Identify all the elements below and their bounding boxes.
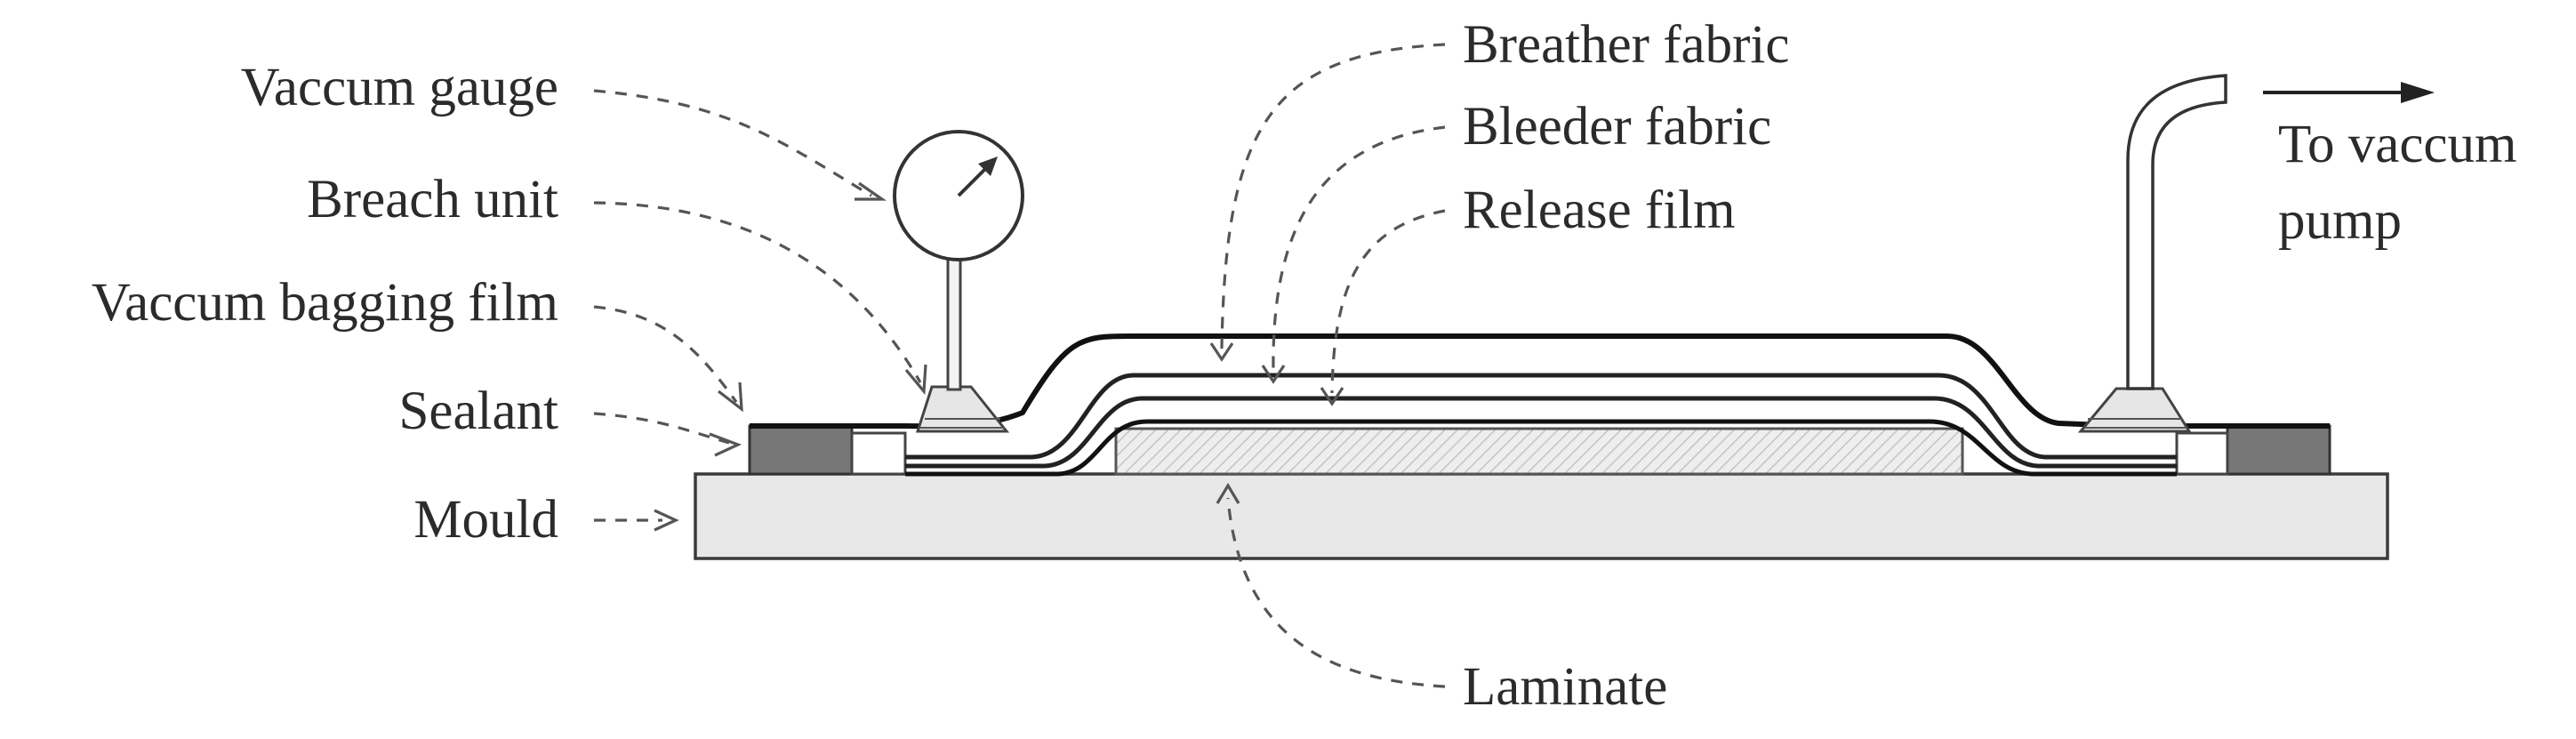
leader-mould: [594, 509, 679, 532]
breather-fabric: [905, 373, 2177, 460]
label-breather-fabric: Breather fabric: [1463, 15, 1789, 75]
label-sealant: Sealant: [398, 382, 558, 441]
sealant-left: [748, 424, 854, 476]
leader-breach-unit: [593, 201, 927, 396]
label-to-vacuum-pump-line1: To vaccum: [2278, 115, 2516, 174]
spacer-right: [2175, 431, 2229, 476]
mould: [694, 472, 2389, 560]
leader-bagging-film: [593, 305, 743, 413]
label-to-vacuum-pump-line2: pump: [2278, 191, 2402, 251]
leader-vacuum-gauge: [593, 89, 887, 201]
label-mould: Mould: [413, 490, 558, 550]
leader-sealant: [593, 412, 742, 457]
breach-unit-left: [915, 385, 1010, 433]
breach-unit-right: [2077, 387, 2192, 433]
label-release-film: Release film: [1463, 181, 1736, 240]
leader-release-film: [1320, 209, 1446, 406]
label-breach-unit: Breach unit: [307, 170, 558, 229]
leader-bleeder-fabric: [1261, 125, 1446, 384]
release-film: [905, 419, 2177, 477]
vacuum-gauge: [893, 130, 1024, 261]
label-bleeder-fabric: Bleeder fabric: [1463, 97, 1771, 157]
bleeder-fabric: [905, 396, 2177, 469]
laminate: [1114, 427, 1964, 476]
label-vacuum-gauge: Vaccum gauge: [241, 58, 558, 117]
spacer-left: [850, 431, 907, 476]
sealant-right: [2226, 424, 2331, 476]
label-laminate: Laminate: [1463, 657, 1667, 717]
to-pump-arrow-head: [2401, 82, 2435, 103]
leader-laminate: [1216, 482, 1446, 688]
leader-breather-fabric: [1209, 43, 1446, 362]
label-vacuum-bagging-film: Vaccum bagging film: [92, 273, 558, 333]
gauge-stem: [946, 254, 962, 391]
vacuum-hose: [2126, 74, 2227, 390]
